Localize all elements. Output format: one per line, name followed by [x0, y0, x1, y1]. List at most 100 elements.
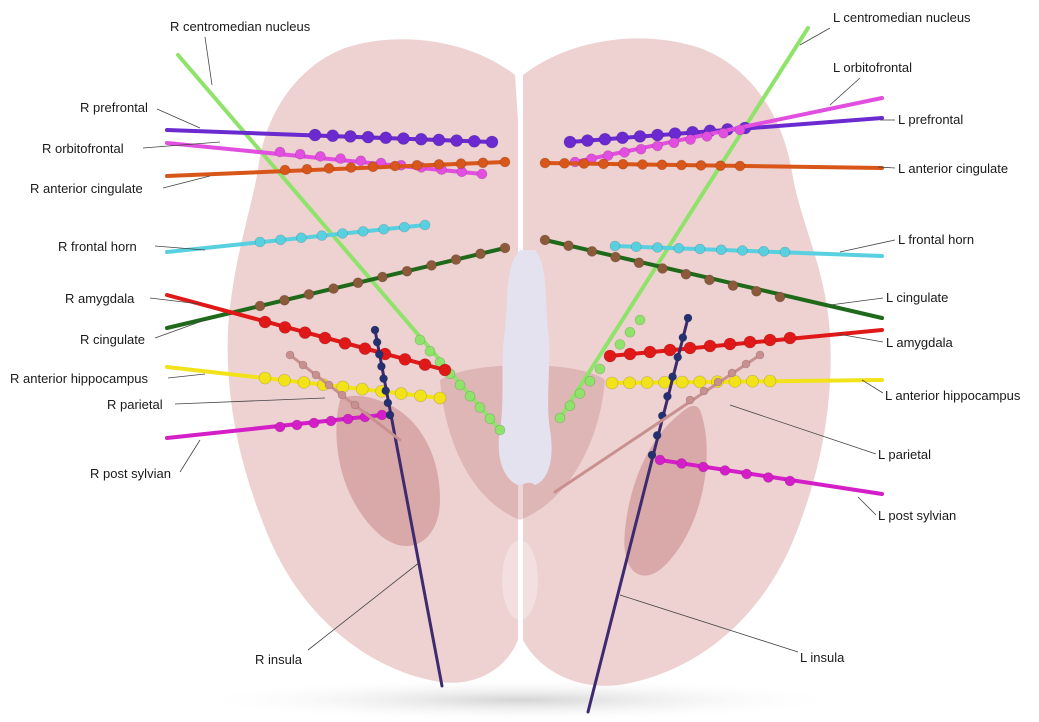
electrode-contact: [587, 246, 597, 256]
electrode-contact: [286, 351, 294, 359]
electrode-contact: [677, 459, 687, 469]
label-r-parietal: R parietal: [107, 397, 163, 412]
electrode-contact: [500, 157, 510, 167]
electrode-contact: [399, 222, 409, 232]
electrode-contact: [399, 353, 411, 365]
electrode-contact: [336, 154, 346, 164]
electrode-contact: [582, 135, 594, 147]
label-l-prefrontal: L prefrontal: [898, 112, 963, 127]
electrode-contact: [478, 158, 488, 168]
electrode-contact: [324, 163, 334, 173]
electrode-contact: [663, 392, 671, 400]
electrode-contact: [638, 160, 648, 170]
electrode-contact: [669, 373, 677, 381]
leader-r-centromedian: [205, 37, 212, 85]
electrode-contact: [759, 246, 769, 256]
leader-l-amygdala: [838, 334, 883, 342]
electrode-contact: [728, 369, 736, 377]
electrode-contact: [785, 476, 795, 486]
electrode-contact: [716, 245, 726, 255]
electrode-contact: [425, 346, 435, 356]
electrode-contact: [377, 362, 385, 370]
electrode-contact: [716, 161, 726, 171]
electrode-contact: [495, 425, 505, 435]
electrode-contact: [653, 431, 661, 439]
electrode-contact: [764, 334, 776, 346]
electrode-contact: [338, 229, 348, 239]
electrode-contact: [611, 252, 621, 262]
label-r-anterior-hippocampus: R anterior hippocampus: [10, 371, 149, 386]
electrode-contact: [299, 327, 311, 339]
electrode-contact: [380, 132, 392, 144]
label-l-anterior-cingulate: L anterior cingulate: [898, 161, 1008, 176]
electrode-contact: [276, 235, 286, 245]
electrode-contact: [304, 289, 314, 299]
electrode-contact: [280, 295, 290, 305]
electrode-contact: [415, 335, 425, 345]
label-r-cingulate: R cingulate: [80, 332, 145, 347]
electrode-contact: [455, 380, 465, 390]
electrode-contact: [606, 377, 618, 389]
electrode-contact: [735, 161, 745, 171]
electrode-contact: [309, 418, 319, 428]
electrode-contact: [742, 469, 752, 479]
electrode-contact: [319, 332, 331, 344]
electrode-contact: [780, 247, 790, 257]
electrode-contact: [700, 387, 708, 395]
electrode-contact: [664, 344, 676, 356]
electrode-contact: [746, 375, 758, 387]
midline-dim: [502, 540, 538, 620]
electrode-contact: [752, 286, 762, 296]
electrode-contact: [375, 350, 383, 358]
label-r-anterior-cingulate: R anterior cingulate: [30, 181, 143, 196]
electrode-contact: [684, 314, 692, 322]
electrode-contact: [358, 226, 368, 236]
label-l-anterior-hippocampus: L anterior hippocampus: [885, 388, 1021, 403]
electrode-contact: [412, 160, 422, 170]
electrode-contact: [702, 131, 712, 141]
electrode-contact: [317, 231, 327, 241]
electrode-contact: [555, 413, 565, 423]
electrode-contact: [635, 315, 645, 325]
electrode-contact: [395, 388, 407, 400]
electrode-contact: [742, 360, 750, 368]
electrode-contact: [434, 392, 446, 404]
electrode-contact: [652, 129, 664, 141]
electrode-contact: [585, 376, 595, 386]
electrode-contact: [402, 266, 412, 276]
electrode-contact: [694, 376, 706, 388]
label-r-orbitofrontal: R orbitofrontal: [42, 141, 124, 156]
electrode-contact: [684, 342, 696, 354]
electrode-contact: [756, 351, 764, 359]
electrode-contact: [624, 377, 636, 389]
electrode-contact: [292, 420, 302, 430]
electrode-contact: [371, 326, 379, 334]
electrode-contact: [560, 158, 570, 168]
electrode-contact: [476, 249, 486, 259]
label-r-post-sylvian: R post sylvian: [90, 466, 171, 481]
electrode-contact: [599, 159, 609, 169]
electrode-contact: [475, 403, 485, 413]
label-r-prefrontal: R prefrontal: [80, 100, 148, 115]
electrode-contact: [390, 161, 400, 171]
electrode-contact: [655, 455, 665, 465]
electrode-contact: [617, 132, 629, 144]
label-l-parietal: L parietal: [878, 447, 931, 462]
electrode-contact: [456, 159, 466, 169]
electrode-contact: [724, 338, 736, 350]
electrode-contact: [299, 361, 307, 369]
electrode-contact: [634, 258, 644, 268]
electrode-contact: [738, 246, 748, 256]
electrode-contact: [653, 141, 663, 151]
electrode-contact: [677, 160, 687, 170]
electrode-contact: [327, 130, 339, 142]
electrode-contact: [500, 243, 510, 253]
electrode-contact: [644, 346, 656, 358]
electrode-contact: [674, 243, 684, 253]
electrode-contact: [720, 466, 730, 476]
leader-r-prefrontal: [157, 109, 200, 128]
electrode-contact: [338, 391, 346, 399]
electrode-contact: [420, 220, 430, 230]
electrode-contact: [451, 135, 463, 147]
